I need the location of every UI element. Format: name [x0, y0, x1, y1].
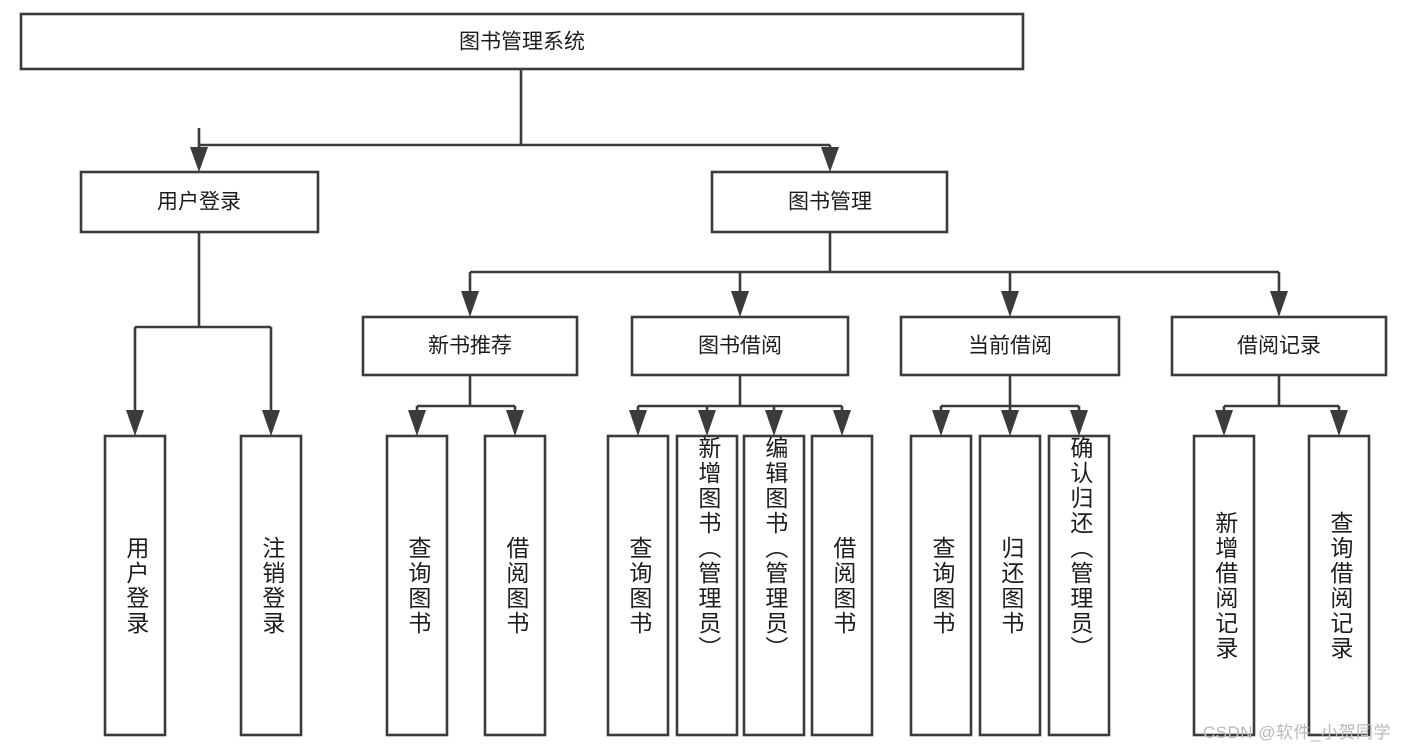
arrow-head-leaf-add-record: [1215, 410, 1233, 436]
arrow-head-leaf-borrow-book-1: [506, 410, 524, 436]
leaf-label-add-record: 新增借阅记录: [1211, 510, 1238, 661]
node-root[interactable]: 图书管理系统: [19, 12, 1025, 71]
arrow-head-leaf-logout-login: [262, 410, 280, 436]
leaf-label-borrow-book-2: 借阅图书: [829, 535, 856, 636]
arrow-head-borrow-record: [1270, 291, 1288, 317]
arrow-head-current-borrow: [1001, 291, 1019, 317]
watermark-text: CSDN @软件_小贺同学: [1202, 723, 1391, 742]
leaf-box-logout-login[interactable]: [239, 434, 303, 737]
leaf-box-query-book-2[interactable]: [606, 434, 670, 737]
leaf-box-edit-book[interactable]: [742, 434, 806, 737]
arrow-head-new-book-recommend: [461, 291, 479, 317]
node-book-manage[interactable]: 图书管理: [710, 170, 949, 234]
leaf-box-borrow-book-1[interactable]: [483, 434, 547, 737]
node-book-borrow[interactable]: 图书借阅: [630, 315, 850, 377]
node-book-manage-label: 图书管理: [788, 191, 872, 214]
connector-group-book-manage: [461, 232, 1288, 317]
leaf-label-logout-login: 注销登录: [258, 535, 285, 636]
arrow-head-leaf-query-book-1: [408, 410, 426, 436]
leaf-box-add-record[interactable]: [1192, 434, 1256, 737]
leaf-box-query-book-3[interactable]: [909, 434, 973, 737]
connector-group-borrow-record: [1215, 375, 1348, 436]
arrow-head-leaf-add-book: [698, 410, 716, 436]
arrow-head-book-manage: [821, 147, 839, 172]
node-new-book-recommend[interactable]: 新书推荐: [361, 315, 579, 377]
leaf-label-confirm-return: 确认归还（管理员）: [1066, 436, 1093, 661]
node-user-login-label: 用户登录: [157, 191, 241, 214]
node-current-borrow[interactable]: 当前借阅: [899, 315, 1121, 377]
arrow-head-leaf-query-record: [1330, 410, 1348, 436]
node-new-book-recommend-label: 新书推荐: [428, 335, 512, 358]
connector-group-book-borrow: [629, 375, 851, 436]
leaf-box-return-book[interactable]: [978, 434, 1042, 737]
leaf-box-borrow-book-2[interactable]: [810, 434, 874, 737]
node-current-borrow-box[interactable]: [899, 315, 1121, 377]
leaf-label-query-book-1: 查询图书: [404, 535, 431, 636]
arrow-head-leaf-confirm-return: [1070, 410, 1088, 436]
connector-group-new-book-recommend: [408, 375, 524, 436]
node-new-book-recommend-box[interactable]: [361, 315, 579, 377]
leaf-label-borrow-book-1: 借阅图书: [502, 535, 529, 636]
arrow-head-leaf-query-book-3: [932, 410, 950, 436]
connector-group-user-login: [126, 232, 280, 436]
node-borrow-record-box[interactable]: [1170, 315, 1388, 377]
connector-group-current-borrow: [932, 375, 1088, 436]
arrow-head-leaf-borrow-book-2: [833, 410, 851, 436]
leaf-label-query-record: 查询借阅记录: [1326, 510, 1353, 661]
node-borrow-record[interactable]: 借阅记录: [1170, 315, 1388, 377]
node-current-borrow-label: 当前借阅: [968, 335, 1052, 358]
leaf-label-return-book: 归还图书: [997, 535, 1024, 636]
leaf-box-query-book-1[interactable]: [385, 434, 449, 737]
leaf-label-query-book-2: 查询图书: [625, 535, 652, 636]
leaf-box-user-login[interactable]: [103, 434, 167, 737]
leaf-label-user-login: 用户登录: [122, 535, 149, 636]
node-user-login[interactable]: 用户登录: [79, 170, 320, 234]
arrow-head-user-login: [190, 147, 208, 172]
leaf-box-group: [103, 434, 1371, 737]
node-user-login-box[interactable]: [79, 170, 320, 234]
arrow-head-leaf-user-login: [126, 410, 144, 436]
leaf-label-add-book: 新增图书（管理员）: [694, 436, 721, 661]
arrow-head-leaf-edit-book: [765, 410, 783, 436]
arrow-head-book-borrow: [731, 291, 749, 317]
connector-group-root: [190, 69, 839, 172]
arrow-head-leaf-query-book-2: [629, 410, 647, 436]
node-book-borrow-box[interactable]: [630, 315, 850, 377]
node-borrow-record-label: 借阅记录: [1237, 335, 1321, 358]
leaf-label-edit-book: 编辑图书（管理员）: [761, 436, 788, 661]
node-root-label: 图书管理系统: [459, 31, 585, 54]
leaf-box-query-record[interactable]: [1307, 434, 1371, 737]
leaf-box-add-book[interactable]: [675, 434, 739, 737]
node-book-manage-box[interactable]: [710, 170, 949, 234]
arrow-head-leaf-return-book: [1001, 410, 1019, 436]
leaf-label-query-book-3: 查询图书: [928, 535, 955, 636]
node-book-borrow-label: 图书借阅: [698, 335, 782, 358]
leaf-box-confirm-return[interactable]: [1047, 434, 1111, 737]
node-root-box[interactable]: [19, 12, 1025, 71]
